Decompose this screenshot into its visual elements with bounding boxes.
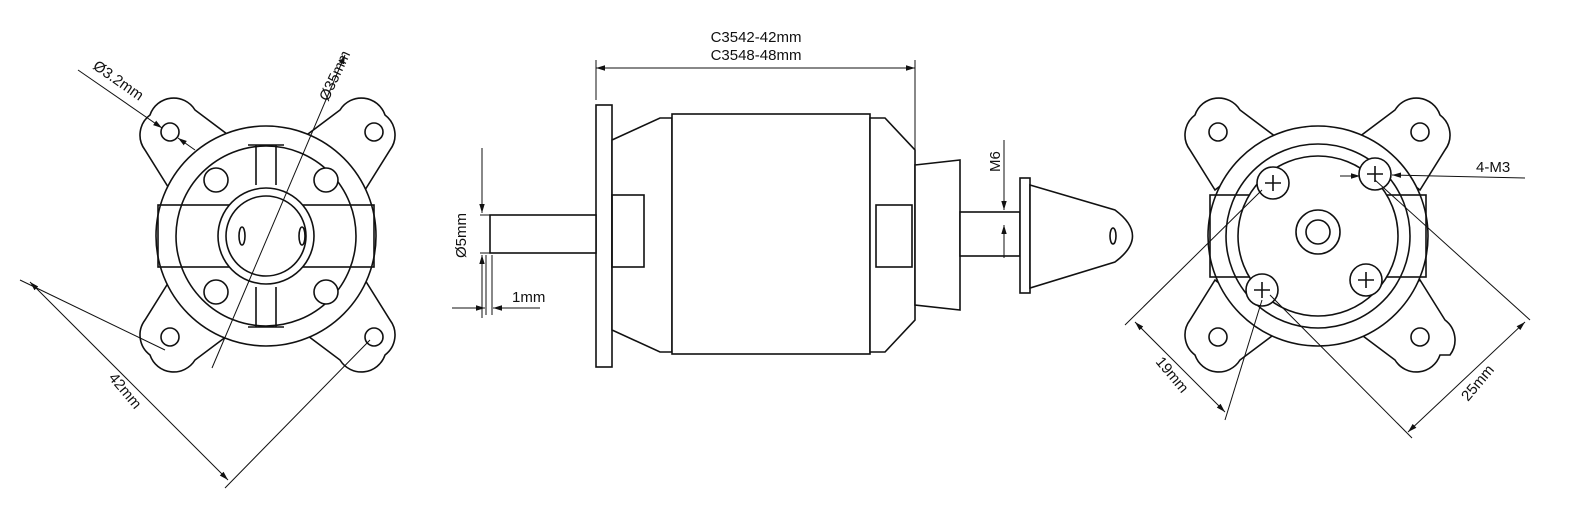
rear-view: 4-M3 19mm 25mm [1124, 97, 1531, 439]
motor-can [671, 113, 871, 355]
flange-plate [595, 104, 613, 368]
length-c3542-label: C3542-42mm [711, 29, 802, 46]
side-view: C3542-42mm C3548-48mm Ø5mm 1mm M6 [452, 29, 1134, 368]
spacing-19-label: 19mm [1152, 354, 1192, 397]
spacing-25-label: 25mm [1458, 362, 1498, 405]
shaft [489, 214, 597, 254]
front-view: Ø3.2mm Ø35mm 42mm [19, 48, 396, 489]
screw-heads [1245, 157, 1392, 307]
thread-label: M6 [987, 151, 1004, 172]
body-diameter-label: Ø35mm [316, 48, 354, 104]
prop-cone [1029, 183, 1134, 290]
length-c3548-label: C3548-48mm [711, 47, 802, 64]
shaft-offset-label: 1mm [512, 289, 545, 306]
screws-label: 4-M3 [1476, 159, 1510, 176]
shaft-diameter-label: Ø5mm [453, 213, 470, 258]
